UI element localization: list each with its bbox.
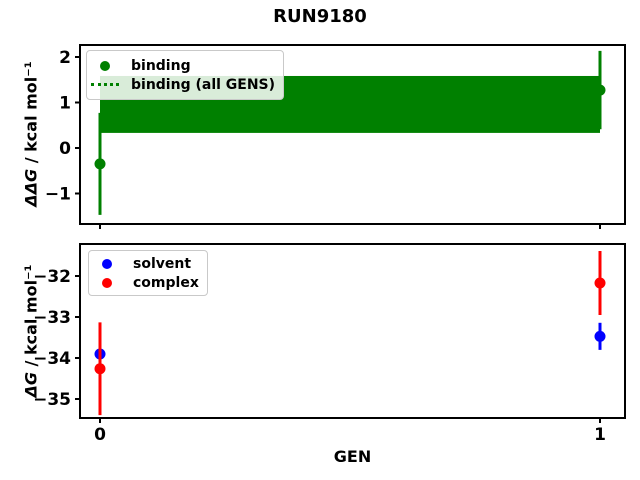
legend-entry-solvent: solvent [89, 254, 199, 273]
xtick-label: 1 [594, 425, 606, 445]
legend-entry-binding: binding [87, 56, 275, 75]
solvent-marker-icon [102, 258, 112, 269]
axes-frame [79, 44, 626, 225]
legend-top: binding binding (all GENS) [86, 50, 285, 100]
xtick-label: 0 [94, 425, 106, 445]
bottom-y-axis-label: ΔG / kcal mol⁻¹ [22, 264, 41, 397]
legend-entry-binding-all-gens: binding (all GENS) [87, 75, 275, 94]
solvent-series [94, 322, 606, 370]
ytick-label: −35 [33, 390, 71, 410]
binding-point-1 [594, 84, 606, 96]
ytick-label: 0 [59, 139, 71, 159]
binding-series [94, 50, 606, 215]
ytick-label: 2 [59, 48, 71, 68]
top-y-axis-label: ΔΔG / kcal mol⁻¹ [22, 61, 41, 206]
top-y-axis-label-units: / kcal mol⁻¹ [21, 61, 41, 169]
bottom-y-axis-label-symbol: ΔG [21, 372, 41, 398]
complex-series [94, 250, 606, 416]
binding-marker-icon [100, 60, 110, 71]
bottom-y-axis-label-units: / kcal mol⁻¹ [21, 264, 41, 373]
legend-bottom: solvent complex [88, 250, 208, 296]
ytick-label: −1 [45, 184, 71, 204]
legend-label-binding-all-gens: binding (all GENS) [131, 76, 276, 93]
legend-label-binding: binding [131, 57, 191, 74]
complex-point-1 [594, 277, 606, 289]
binding-all-gens-line-icon [91, 83, 119, 86]
complex-point-0 [94, 363, 106, 375]
binding-point-0 [94, 158, 106, 170]
x-axis-label: GEN [333, 447, 372, 466]
top-y-axis-label-symbol: ΔΔG [21, 168, 41, 207]
legend-label-complex: complex [133, 274, 199, 291]
figure-title: RUN9180 [273, 6, 367, 27]
legend-label-solvent: solvent [133, 255, 192, 272]
solvent-point-1 [594, 330, 606, 342]
complex-marker-icon [102, 277, 112, 288]
axes-bottom: −32 −33 −34 −35 0 1 [33, 243, 626, 445]
axes-frame [79, 243, 626, 419]
ytick-label: −34 [33, 349, 71, 369]
ytick-label: 1 [59, 93, 71, 113]
legend-entry-complex: complex [89, 273, 199, 292]
ytick-label: −32 [33, 267, 71, 287]
ytick-label: −33 [33, 308, 71, 328]
